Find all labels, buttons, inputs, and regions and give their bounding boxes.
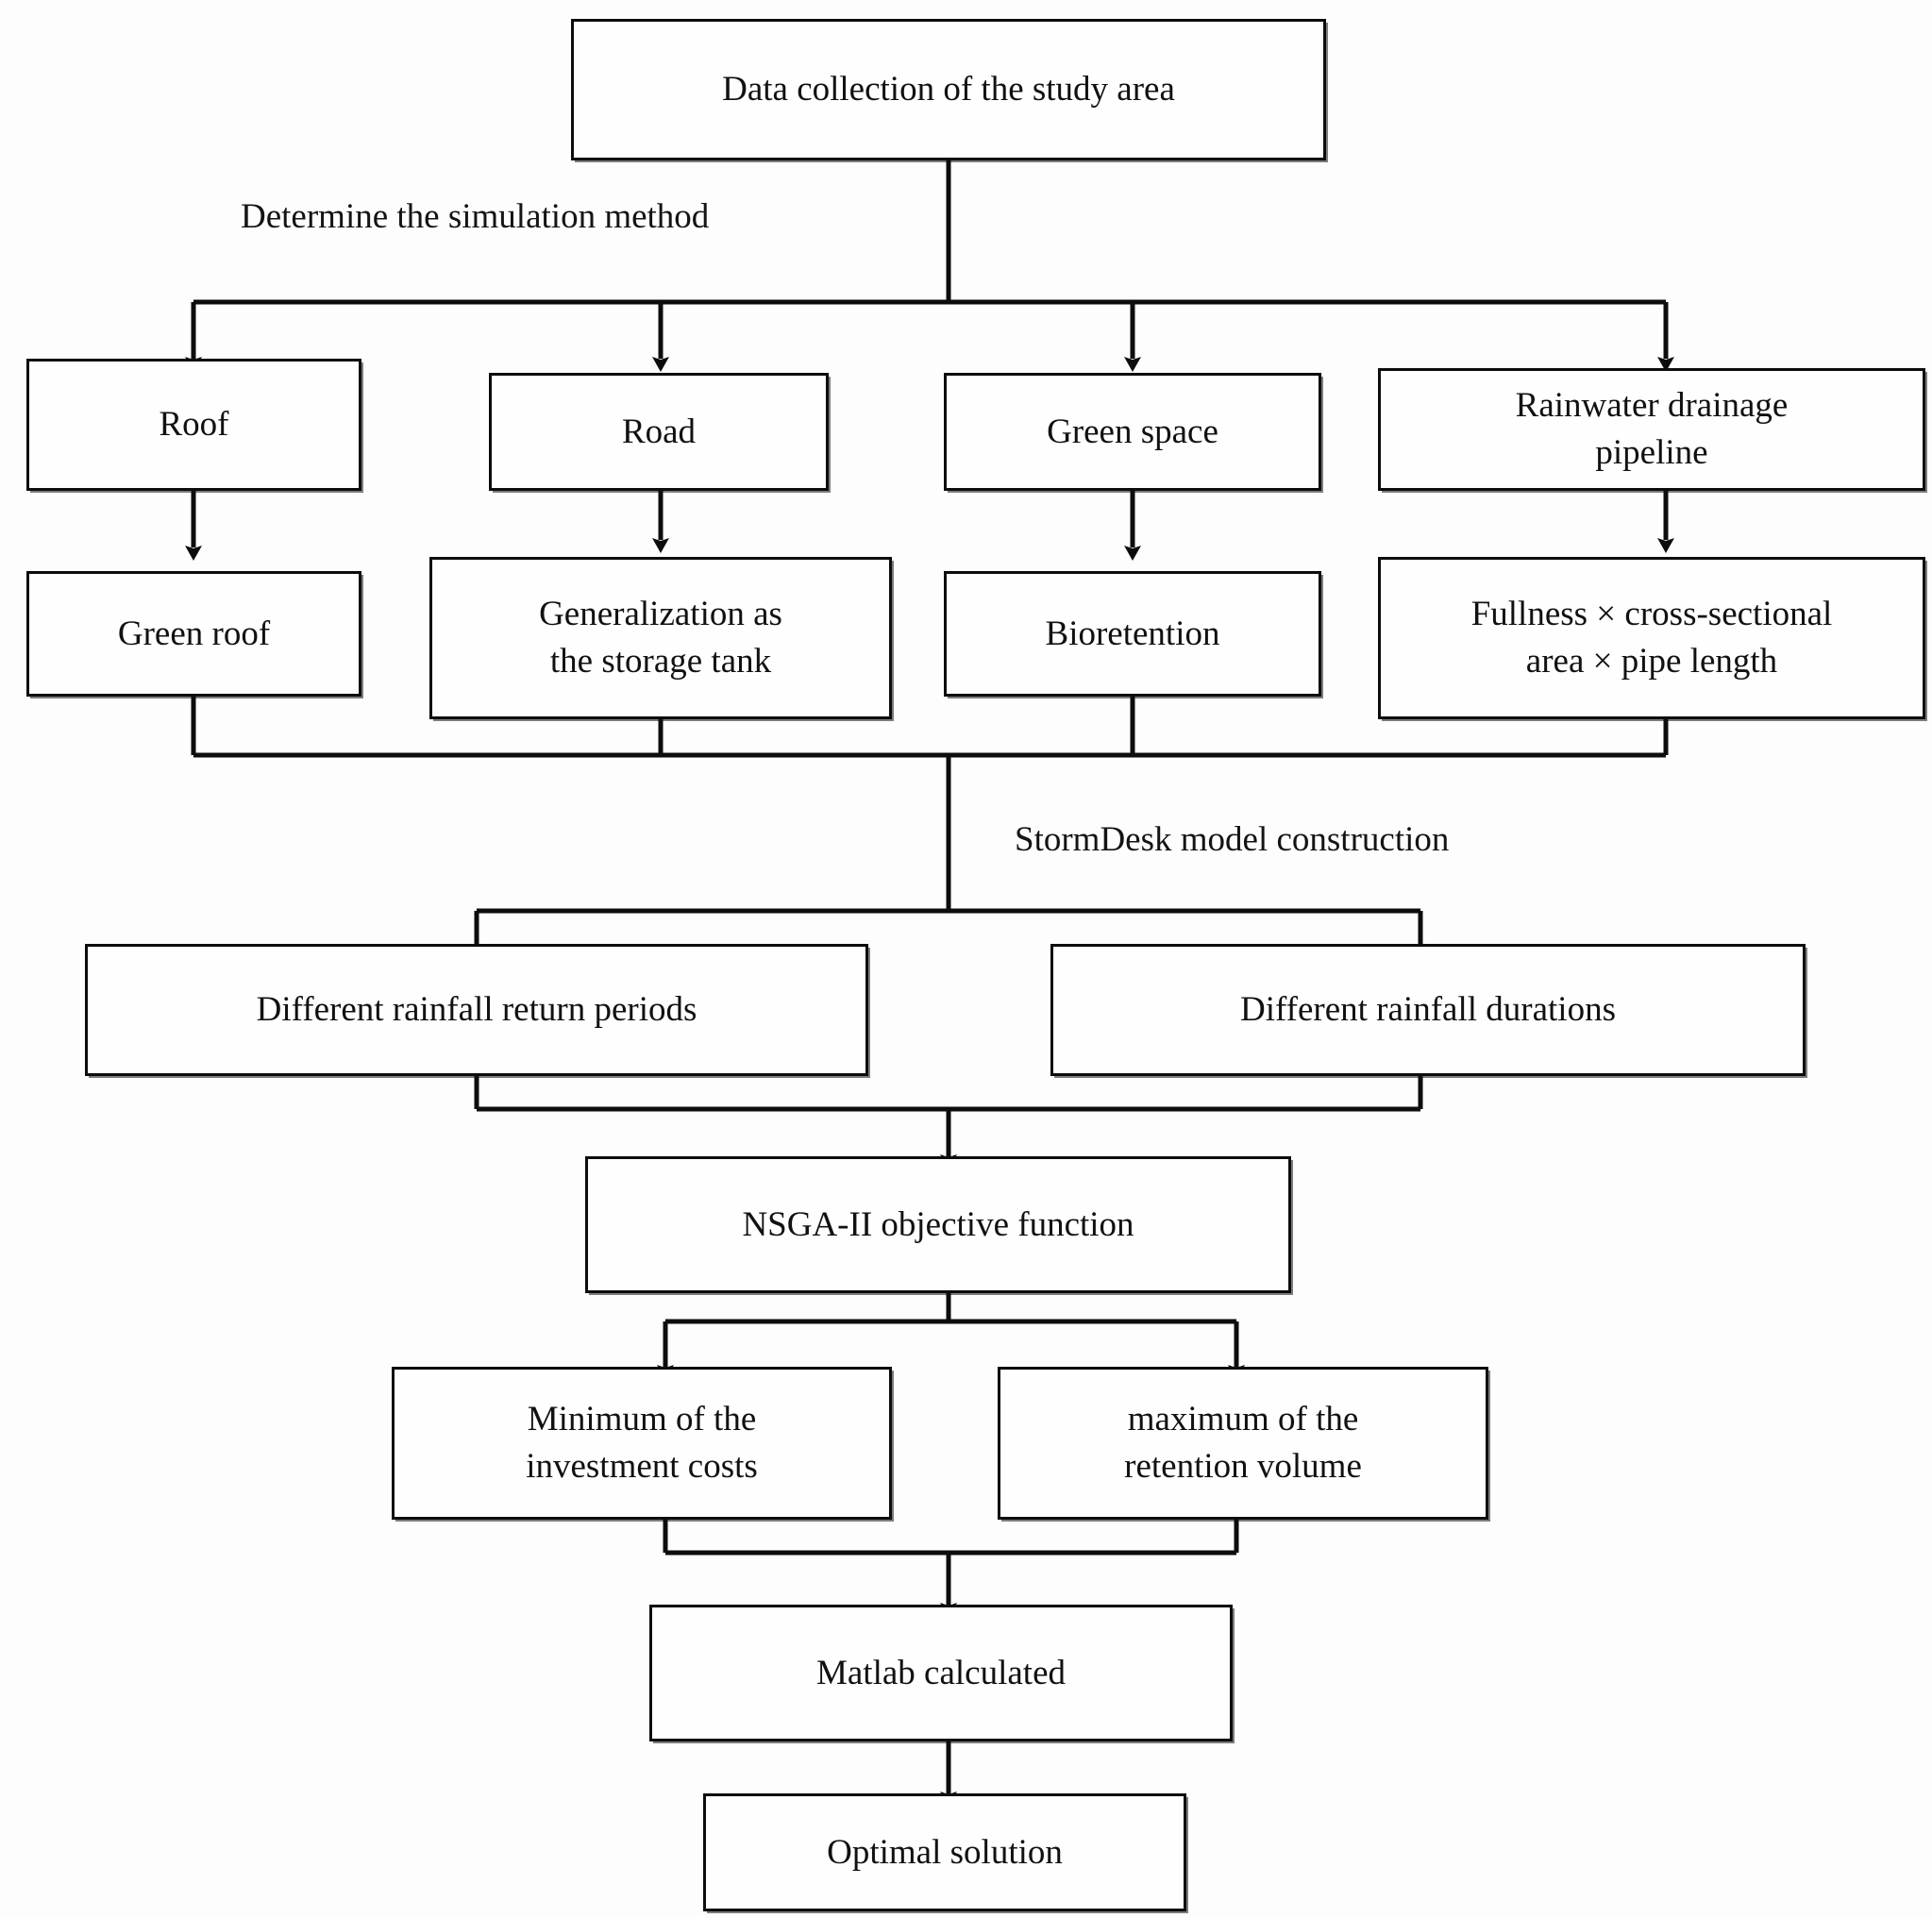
node-roof[interactable]: Roof: [26, 359, 361, 491]
node-data-collection-label: Data collection of the study area: [722, 70, 1175, 109]
node-rainwater-pipeline[interactable]: Rainwater drainage pipeline: [1378, 368, 1925, 491]
node-fullness-formula-label: Fullness × cross-sectional area × pipe l…: [1470, 595, 1833, 681]
node-storage-tank[interactable]: Generalization as the storage tank: [429, 557, 892, 719]
node-min-cost[interactable]: Minimum of the investment costs: [392, 1367, 892, 1520]
edge-label-determine-method-text: Determine the simulation method: [241, 197, 710, 236]
node-bioretention-label: Bioretention: [1045, 614, 1220, 653]
node-durations-label: Different rainfall durations: [1240, 990, 1616, 1030]
node-green-space-label: Green space: [1047, 412, 1218, 451]
node-return-periods-label: Different rainfall return periods: [256, 990, 697, 1030]
node-rainwater-pipeline-label: Rainwater drainage pipeline: [1515, 386, 1789, 472]
node-max-retention-label: maximum of the retention volume: [1124, 1400, 1362, 1486]
node-nsga2-label: NSGA-II objective function: [742, 1204, 1134, 1244]
node-nsga2[interactable]: NSGA-II objective function: [585, 1156, 1291, 1293]
edge-label-stormdesk: StormDesk model construction: [1015, 819, 1449, 861]
edge-label-stormdesk-text: StormDesk model construction: [1015, 820, 1450, 859]
node-matlab[interactable]: Matlab calculated: [649, 1605, 1233, 1741]
node-road-label: Road: [621, 412, 697, 451]
node-road[interactable]: Road: [489, 373, 829, 491]
node-min-cost-label: Minimum of the investment costs: [526, 1400, 758, 1486]
node-return-periods[interactable]: Different rainfall return periods: [85, 944, 868, 1076]
node-max-retention[interactable]: maximum of the retention volume: [998, 1367, 1488, 1520]
node-green-roof-label: Green roof: [117, 614, 271, 653]
node-optimal-label: Optimal solution: [827, 1832, 1063, 1872]
node-durations[interactable]: Different rainfall durations: [1050, 944, 1806, 1076]
node-bioretention[interactable]: Bioretention: [944, 571, 1321, 697]
node-optimal[interactable]: Optimal solution: [703, 1793, 1186, 1911]
node-storage-tank-label: Generalization as the storage tank: [539, 595, 782, 681]
node-fullness-formula[interactable]: Fullness × cross-sectional area × pipe l…: [1378, 557, 1925, 719]
node-green-roof[interactable]: Green roof: [26, 571, 361, 697]
node-roof-label: Roof: [159, 405, 229, 445]
node-matlab-label: Matlab calculated: [815, 1653, 1066, 1692]
node-green-space[interactable]: Green space: [944, 373, 1321, 491]
node-data-collection[interactable]: Data collection of the study area: [571, 19, 1326, 160]
edge-label-determine-method: Determine the simulation method: [241, 196, 709, 238]
